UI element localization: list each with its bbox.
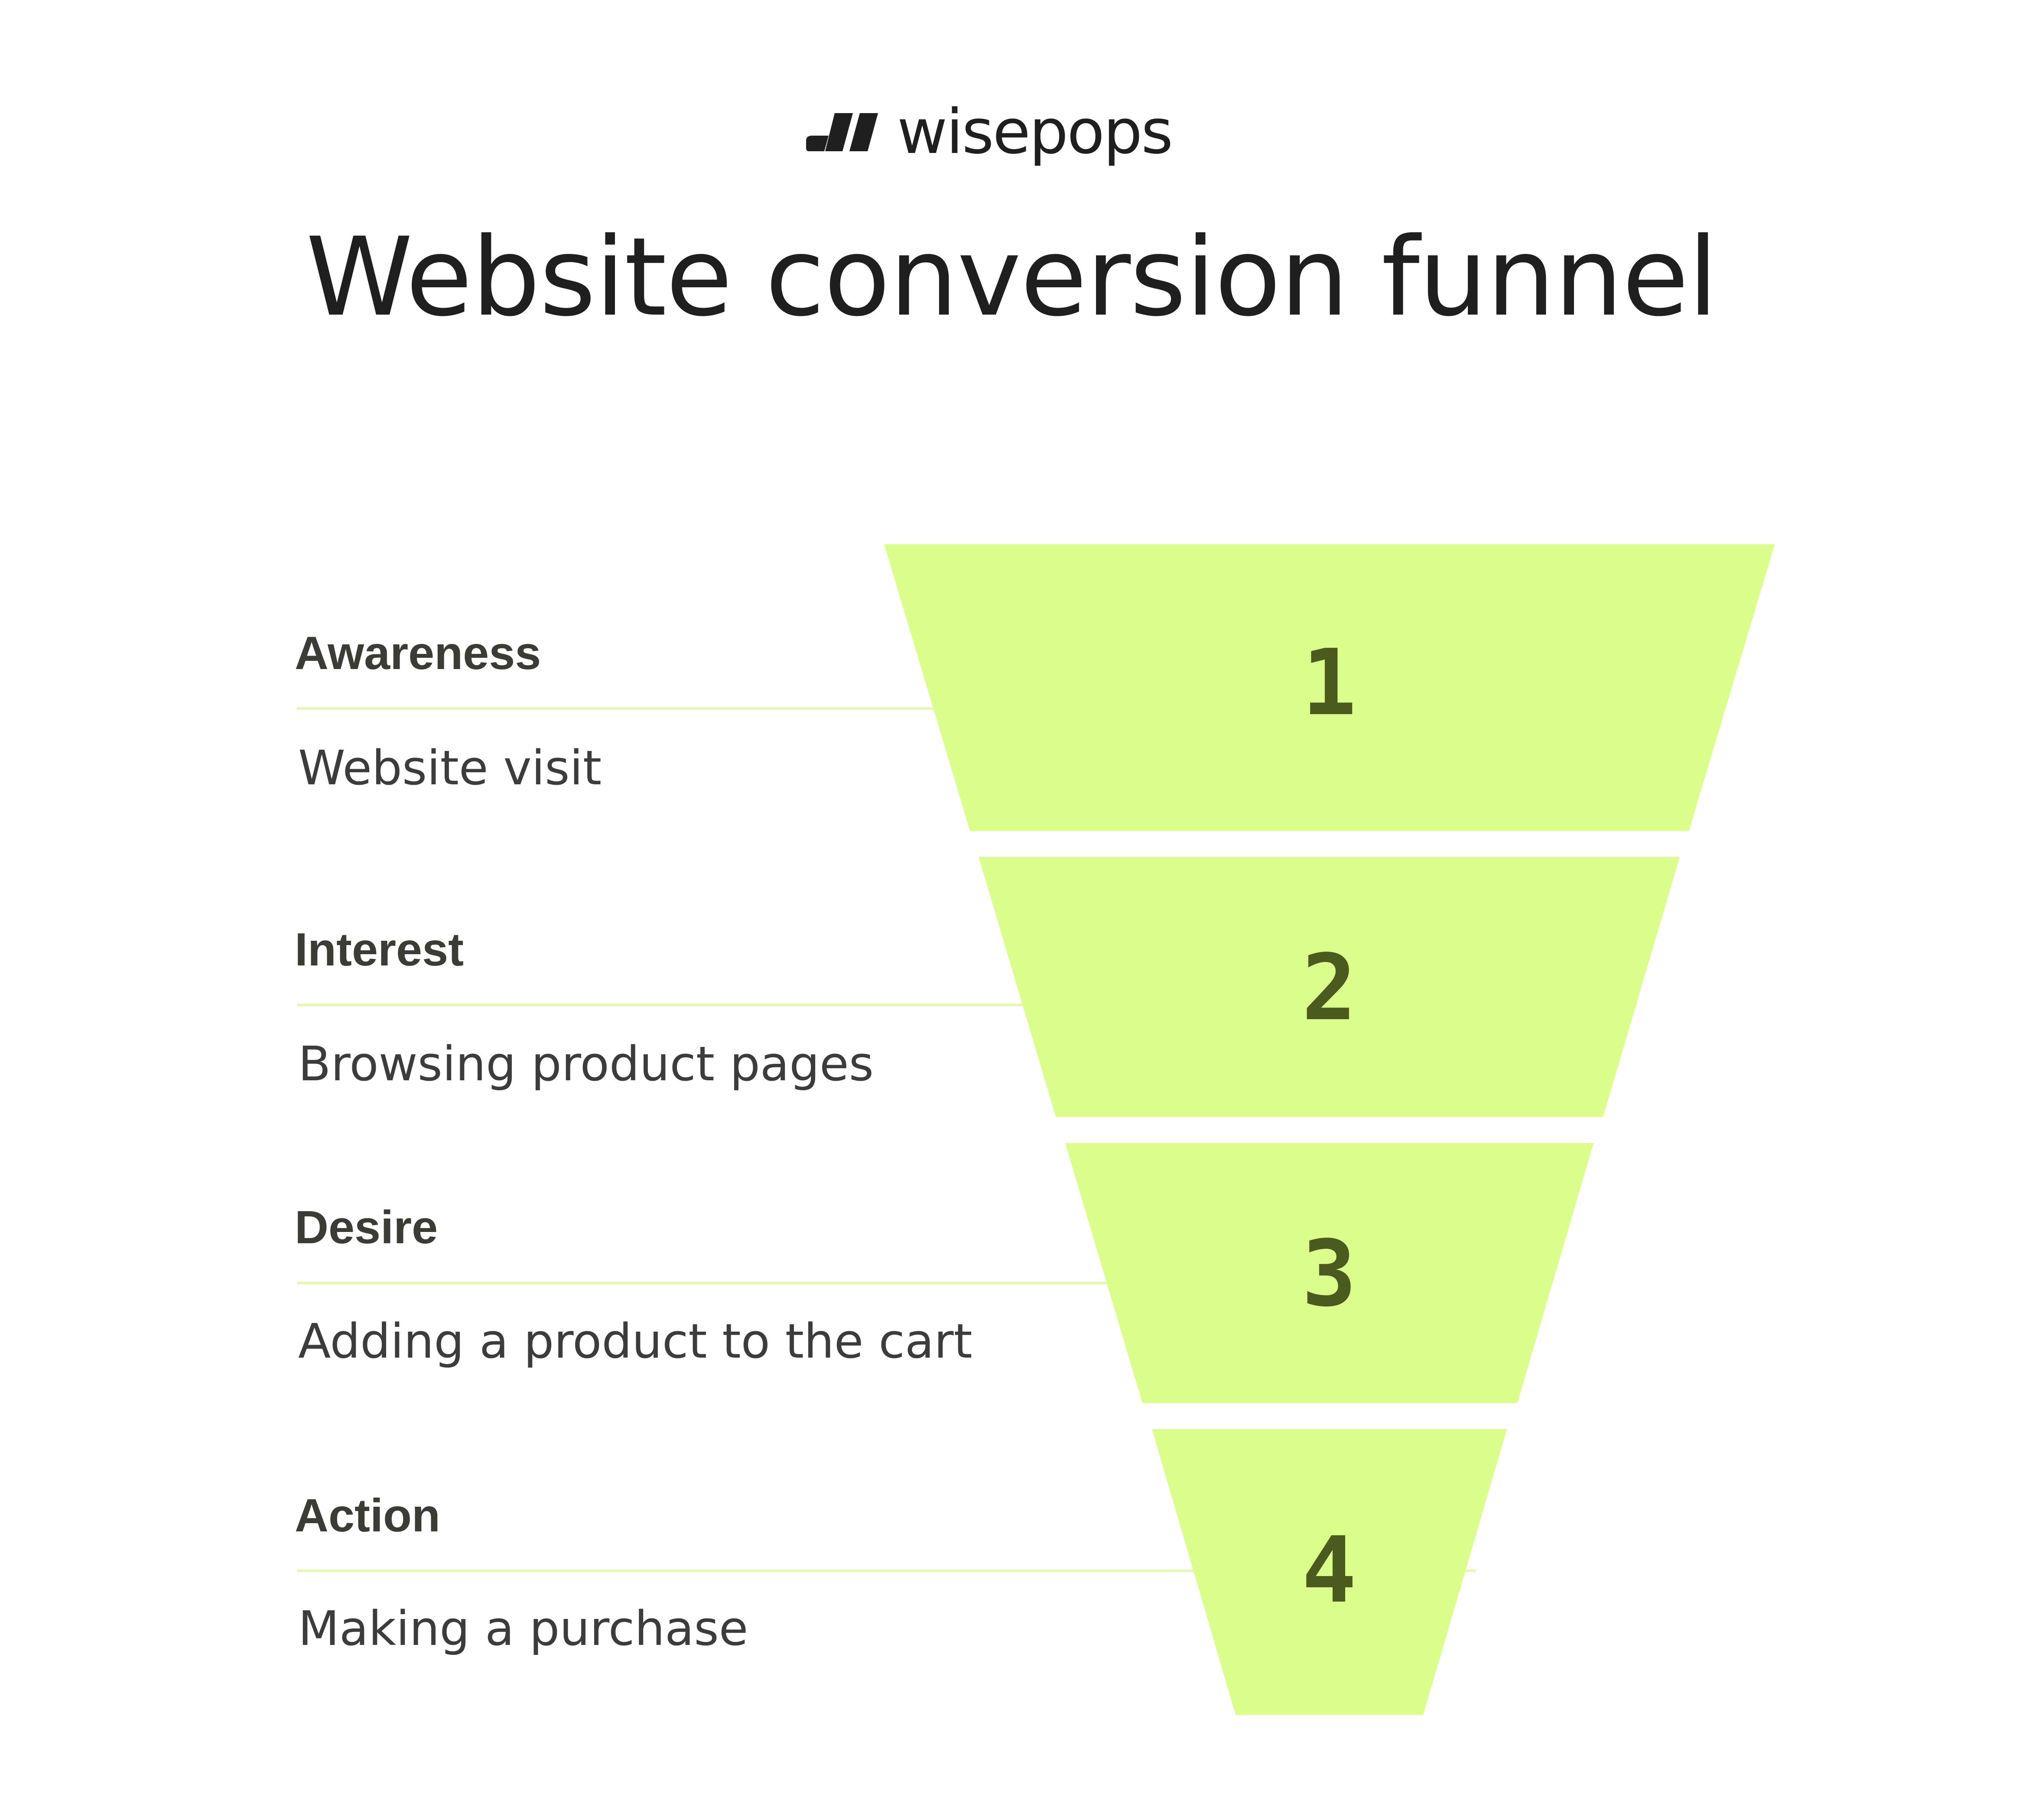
stage-name-desire: Desire	[295, 1201, 438, 1253]
stage-divider	[297, 1282, 1129, 1284]
funnel-segment-action	[1152, 1429, 1507, 1715]
funnel-number-4: 4	[1302, 1517, 1356, 1623]
funnel-number-2: 2	[1302, 935, 1356, 1041]
funnel-segment-desire	[1065, 1143, 1594, 1403]
funnel-number-1: 1	[1302, 630, 1356, 736]
stage-name-awareness: Awareness	[295, 627, 541, 679]
stage-description-action: Making a purchase	[298, 1601, 748, 1656]
funnel-segment-awareness	[884, 544, 1775, 831]
stage-description-interest: Browsing product pages	[298, 1036, 874, 1092]
funnel-number-3: 3	[1302, 1221, 1356, 1327]
stage-description-desire: Adding a product to the cart	[298, 1313, 972, 1369]
wisepops-logo-icon	[806, 113, 878, 151]
stage-divider	[297, 1004, 1042, 1006]
brand-header: wisepops	[806, 98, 1239, 167]
stage-divider	[297, 1570, 1476, 1572]
stage-divider	[297, 707, 947, 710]
funnel-segment-interest	[979, 857, 1680, 1117]
stage-name-action: Action	[295, 1489, 440, 1541]
stage-name-interest: Interest	[295, 923, 464, 975]
stage-description-awareness: Website visit	[298, 740, 602, 796]
page-title: Website conversion funnel	[306, 214, 1718, 340]
brand-name: wisepops	[897, 96, 1173, 168]
